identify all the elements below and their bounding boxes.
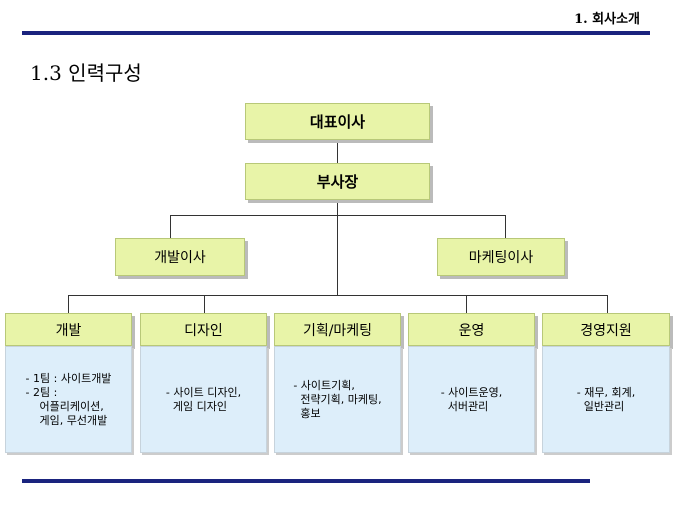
dept-management-header: 경영지원 <box>542 313 670 346</box>
dept-planning-content: - 사이트기획, 전략기획, 마케팅, 홍보 <box>274 346 401 453</box>
page-title: 1.3 인력구성 <box>30 61 142 85</box>
dept-design-content: - 사이트 디자인, 게임 디자인 <box>140 346 267 453</box>
vp-box: 부사장 <box>245 163 430 200</box>
ceo-box: 대표이사 <box>245 103 430 140</box>
dept-management-content: - 재무, 회계, 일반관리 <box>542 346 670 453</box>
dept-dev-content: - 1팀 : 사이트개발 - 2팀 : 어플리케이션, 게임, 무선개발 <box>5 346 132 453</box>
dept-planning-header: 기획/마케팅 <box>274 313 401 346</box>
connector <box>466 295 467 313</box>
dept-design-header: 디자인 <box>140 313 267 346</box>
dev-director-box: 개발이사 <box>115 238 245 276</box>
dept-dev-header: 개발 <box>5 313 132 346</box>
connector <box>505 215 506 238</box>
bottom-divider <box>22 479 590 483</box>
marketing-director-box: 마케팅이사 <box>437 238 565 276</box>
connector <box>68 295 69 313</box>
top-divider <box>22 31 650 35</box>
dept-operations-content: - 사이트운영, 서버관리 <box>408 346 535 453</box>
connector <box>204 295 205 313</box>
connector <box>170 215 505 216</box>
dept-operations-header: 운영 <box>408 313 535 346</box>
connector <box>607 295 608 313</box>
connector <box>68 295 608 296</box>
connector <box>170 215 171 238</box>
section-header: 1. 회사소개 <box>574 12 640 27</box>
connector <box>337 140 338 163</box>
connector <box>337 200 338 295</box>
